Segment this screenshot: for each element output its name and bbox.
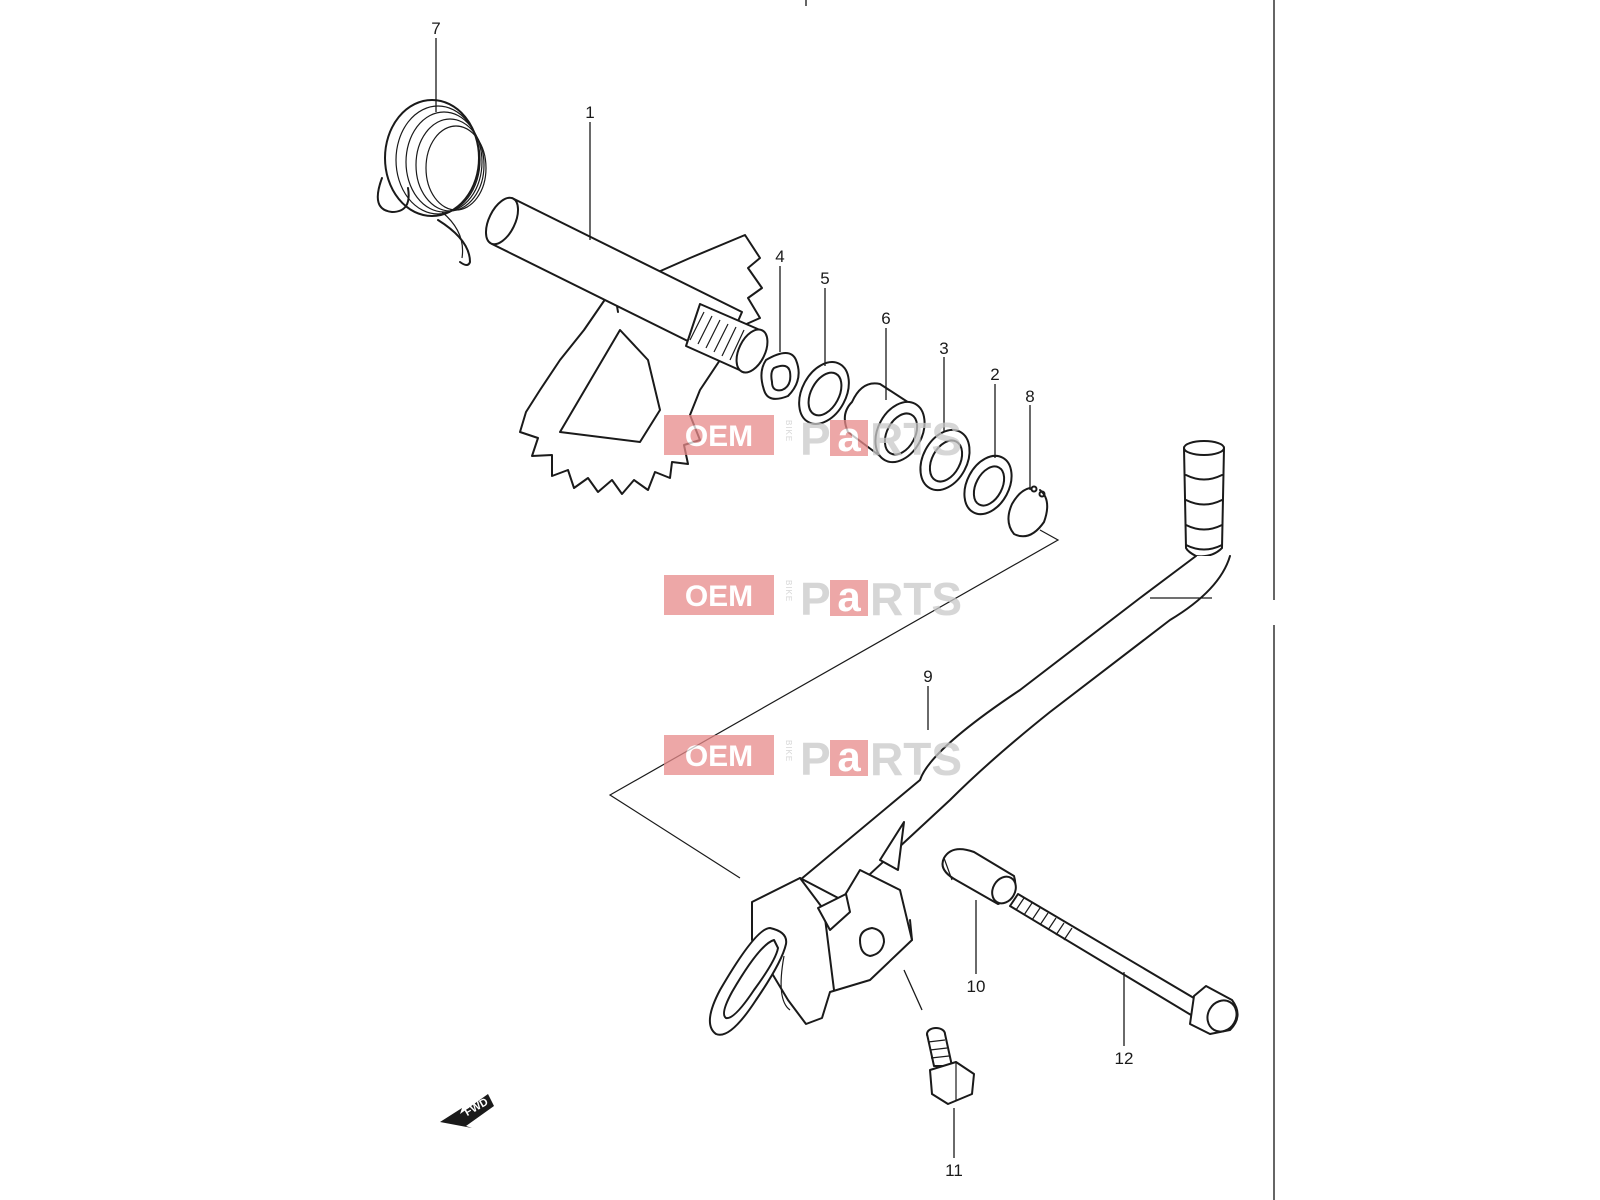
callout-12: 12 <box>1115 1049 1134 1068</box>
watermark-oem: OEM <box>685 420 753 453</box>
part-3-washer[interactable] <box>911 421 980 498</box>
frame-border <box>805 0 1275 1200</box>
callout-labels: 7 1 4 5 6 3 2 8 9 10 12 11 <box>431 19 1133 1180</box>
callout-3: 3 <box>939 339 948 358</box>
part-5-washer[interactable] <box>789 354 859 433</box>
callout-7: 7 <box>431 19 440 38</box>
callout-10: 10 <box>967 977 986 996</box>
watermark-oem: OEM <box>685 580 753 613</box>
part-10-collar[interactable] <box>941 848 1021 908</box>
fwd-arrow-icon: FWD <box>440 1094 494 1128</box>
part-7-kick-spring[interactable] <box>376 99 487 266</box>
callout-2: 2 <box>990 365 999 384</box>
watermark-1: OEM BIKE P a RTS <box>664 413 962 465</box>
callout-4: 4 <box>775 247 784 266</box>
callout-5: 5 <box>820 269 829 288</box>
watermark-bike: BIKE <box>784 740 793 762</box>
part-1-kick-shaft[interactable] <box>479 193 773 495</box>
callout-6: 6 <box>881 309 890 328</box>
part-9-kick-lever[interactable] <box>709 440 1231 1036</box>
assembly-line <box>608 529 1060 879</box>
watermark-rts: RTS <box>870 413 962 465</box>
watermark-p: P <box>800 733 831 785</box>
callout-9: 9 <box>923 667 932 686</box>
callout-8: 8 <box>1025 387 1034 406</box>
watermark-oem: OEM <box>685 740 753 773</box>
watermark-3: OEM BIKE P a RTS <box>664 733 962 785</box>
watermark-rts: RTS <box>870 733 962 785</box>
watermark-a: a <box>837 413 861 460</box>
watermark-rts: RTS <box>870 573 962 625</box>
watermark-2: OEM BIKE P a RTS <box>664 573 962 625</box>
watermark-a: a <box>837 733 861 780</box>
part-8-circlip[interactable] <box>1007 485 1049 538</box>
callout-1: 1 <box>585 103 594 122</box>
part-11-screw[interactable] <box>926 1027 975 1105</box>
watermark-bike: BIKE <box>784 580 793 602</box>
watermark-bike: BIKE <box>784 420 793 442</box>
watermark-p: P <box>800 413 831 465</box>
callout-11: 11 <box>945 1161 963 1180</box>
part-4-wave-washer[interactable] <box>760 352 800 400</box>
watermark-a: a <box>837 573 861 620</box>
leader-lines <box>435 38 1125 1158</box>
watermark-p: P <box>800 573 831 625</box>
part-2-washer[interactable] <box>955 448 1021 522</box>
part-12-bolt[interactable] <box>1009 893 1242 1037</box>
